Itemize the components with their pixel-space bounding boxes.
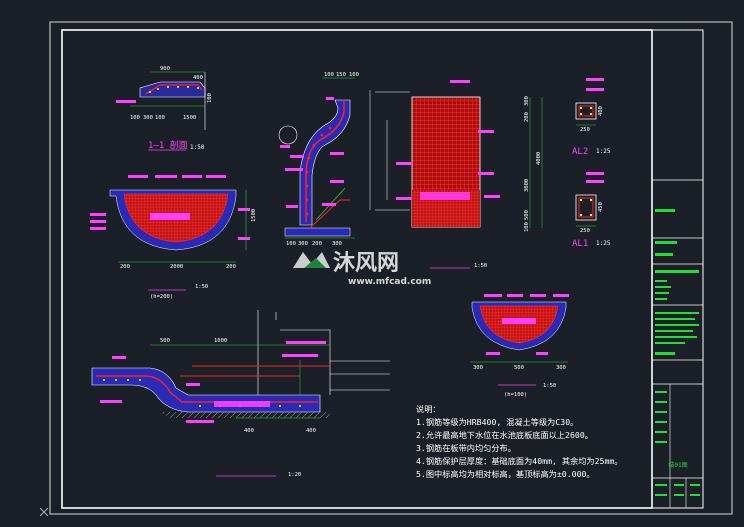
pit-r-note: (h=100) — [504, 392, 527, 398]
col-dim-bottom-3: 200 — [312, 241, 322, 247]
section-title: 1—1 剖面 — [148, 139, 188, 151]
pit-r-dim-1: 300 — [473, 365, 483, 371]
pit-detail-left: 200 2000 200 1500 1:50 (h=200) — [90, 175, 257, 300]
watermark-url: www.mfcad.com — [348, 277, 431, 287]
wall-dim-4: 3000 — [524, 179, 530, 192]
note-1: 1.钢筋等级为HRB400, 混凝土等级为C30。 — [416, 417, 578, 427]
col-dim-bottom-4: 300 — [332, 241, 342, 247]
ucs-axis-icon — [39, 507, 49, 517]
notes-heading: 说明： — [416, 404, 441, 414]
pit-r-dim-3: 300 — [556, 365, 566, 371]
slope-section: 500 1000 400 400 1:20 — [91, 310, 390, 478]
pit-dim-right: 1500 — [251, 209, 257, 222]
pit-scale: 1:50 — [195, 284, 208, 290]
pit-detail-right: 300 500 300 1:50 (h=100) — [470, 294, 569, 398]
col-dim-bottom-1: 100 — [286, 241, 296, 247]
note-4: 4.钢筋保护层厚度：基础底面为40mm, 其余均为25mm。 — [416, 456, 623, 466]
beam-al1: 250 450 AL1 1:25 — [572, 172, 611, 249]
drawing-number: 结01图 — [668, 461, 687, 469]
watermark-brand: 沐风网 — [333, 251, 399, 276]
col-dim-top-1: 100 — [324, 72, 334, 78]
al1-scale: 1:25 — [596, 240, 611, 247]
col-dim-top-2: 150 — [336, 72, 346, 78]
column-detail: 100 150 100 100 300 200 300 — [278, 72, 371, 247]
pit-r-scale: 1:50 — [543, 383, 556, 389]
note-2: 2.允许最高地下水位在水池底板底面以上2600。 — [416, 430, 593, 440]
outer-frame — [49, 21, 733, 515]
dim-bottom-1: 100 — [130, 115, 140, 121]
al2-dim-right: 400 — [598, 106, 604, 116]
col-dim-bottom-2: 300 — [298, 241, 308, 247]
pit-dim-3: 200 — [226, 264, 236, 270]
wall-dim-1: 300 — [524, 96, 530, 106]
dim-top-1: 900 — [160, 66, 170, 72]
slope-dim-top-2: 1000 — [214, 338, 227, 344]
wall-scale: 1:50 — [474, 263, 487, 269]
wall-dim-5: 500 — [524, 210, 530, 220]
pit-dim-1: 200 — [120, 264, 130, 270]
dim-bottom-4: 1500 — [183, 115, 196, 121]
slope-scale: 1:20 — [288, 472, 301, 478]
dim-top-2: 400 — [193, 75, 203, 81]
section-1-1: 900 400 100 300 100 1500 100 1—1 剖面 1:50 — [116, 66, 213, 151]
general-notes: 说明： 1.钢筋等级为HRB400, 混凝土等级为C30。 2.允许最高地下水位… — [416, 404, 623, 479]
dim-right: 100 — [207, 93, 213, 103]
al2-dim-bottom: 250 — [580, 127, 590, 133]
pit-note: (h=200) — [150, 294, 173, 300]
al1-dim-bottom: 250 — [580, 228, 590, 234]
wall-dim-2: 200 — [524, 112, 530, 122]
dim-bottom-3: 100 — [155, 115, 165, 121]
slope-dim-bottom-2: 400 — [306, 428, 316, 434]
al2-title: AL2 — [572, 147, 588, 157]
wall-dim-6: 100 — [524, 222, 530, 232]
beam-al2: 250 400 AL2 1:25 — [572, 78, 611, 157]
col-dim-top-3: 100 — [349, 72, 359, 78]
watermark: 沐风网 www.mfcad.com — [293, 251, 431, 287]
al2-scale: 1:25 — [596, 148, 611, 155]
al1-title: AL1 — [572, 239, 588, 249]
dim-bottom-2: 300 — [143, 115, 153, 121]
wall-elevation: 300 200 4000 3000 500 100 1:50 — [375, 80, 543, 269]
slope-dim-top-1: 500 — [160, 338, 170, 344]
pit-dim-2: 2000 — [170, 264, 183, 270]
note-5: 5.图中标高均为相对标高，基顶标高为±0.000。 — [416, 469, 595, 479]
note-3: 3.钢筋在板带内均匀分布。 — [416, 443, 516, 453]
section-scale: 1:50 — [190, 144, 205, 151]
title-block: 结01图 — [651, 29, 704, 509]
slope-dim-bottom-1: 400 — [244, 428, 254, 434]
watermark-logo-icon — [293, 252, 330, 268]
al1-dim-right: 450 — [598, 202, 604, 212]
wall-dim-3: 4000 — [536, 152, 542, 165]
pit-r-dim-2: 500 — [514, 365, 524, 371]
